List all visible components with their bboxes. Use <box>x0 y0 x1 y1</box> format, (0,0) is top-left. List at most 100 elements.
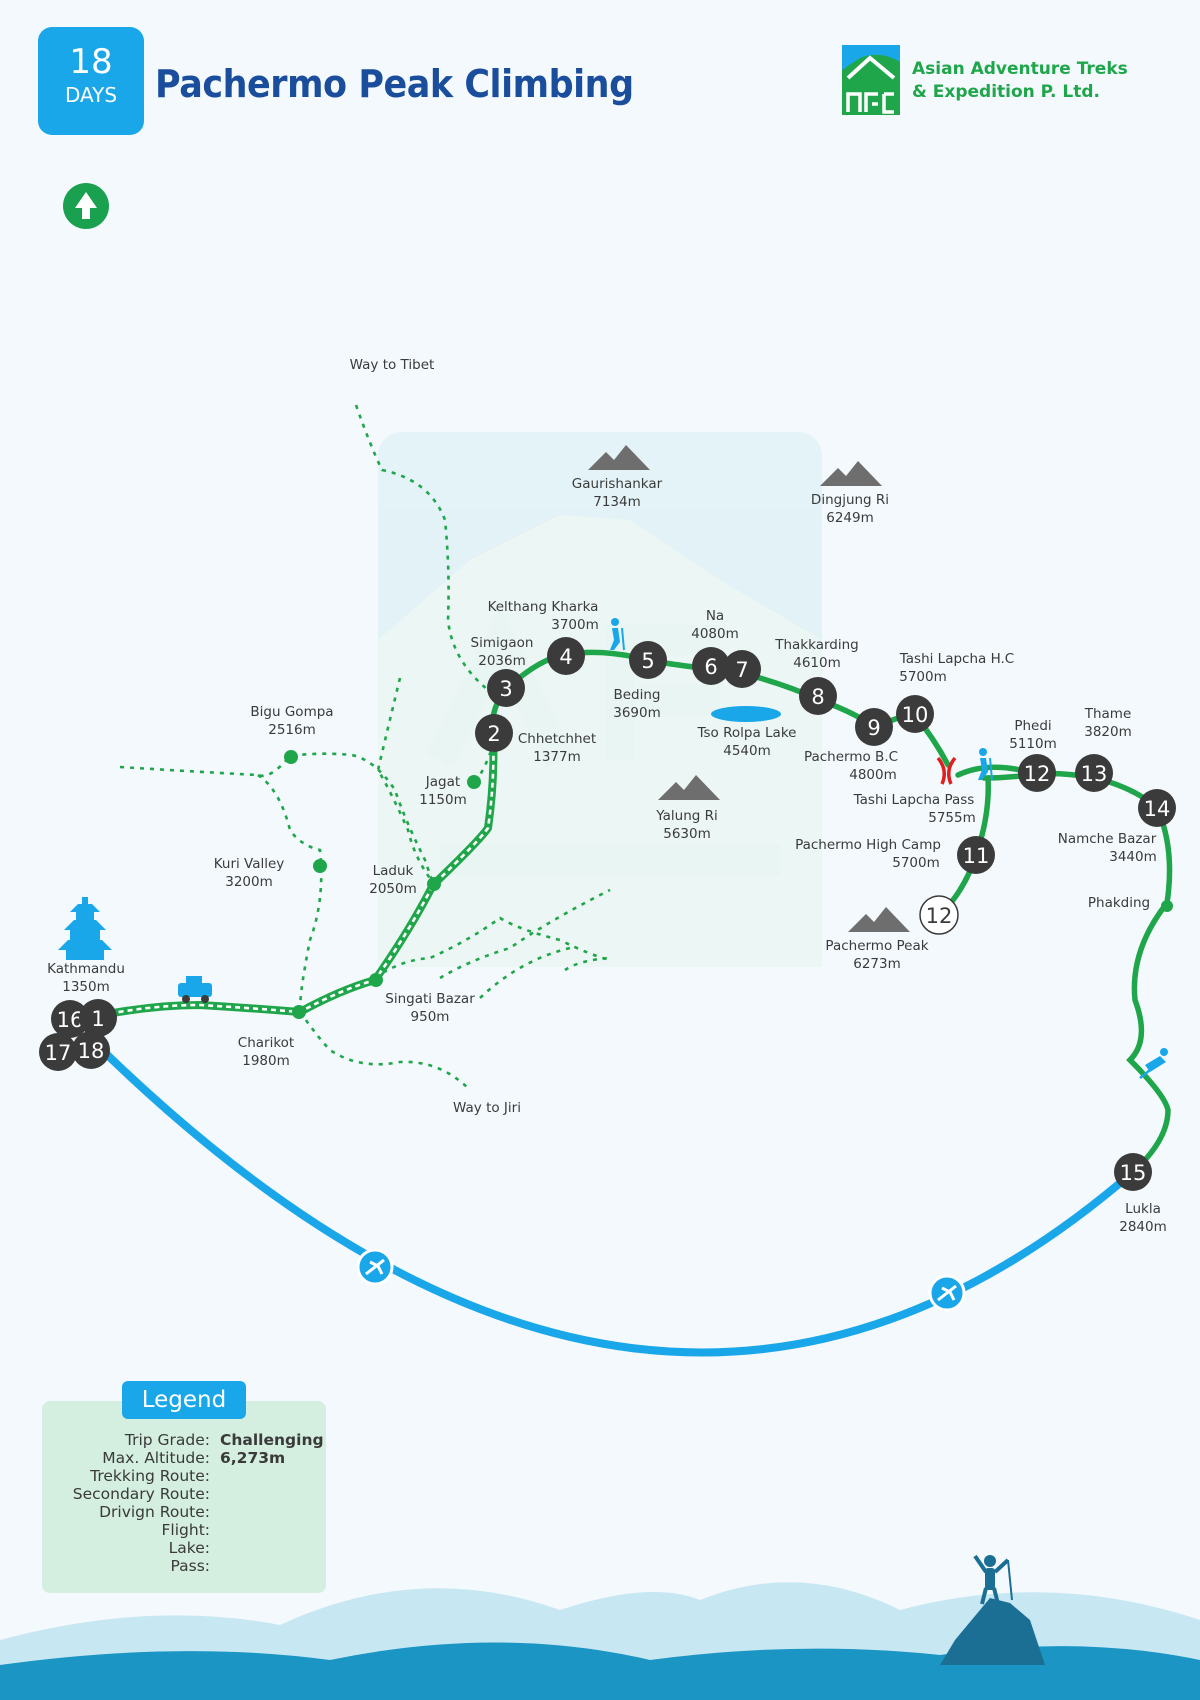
label-yalung-ri: Yalung Ri <box>655 808 718 824</box>
mountain-icon <box>588 445 650 470</box>
svg-text:8: 8 <box>811 685 824 709</box>
legend-flight-label: Flight: <box>161 1521 211 1539</box>
label-way-jiri: Way to Jiri <box>453 1100 521 1116</box>
watermark-logo <box>378 432 822 967</box>
label-kuri-valley: Kuri Valley <box>214 856 285 872</box>
label-singati: Singati Bazar <box>385 991 475 1007</box>
svg-text:1: 1 <box>91 1007 104 1031</box>
svg-text:17: 17 <box>45 1041 72 1065</box>
label-chhetchhet-alt: 1377m <box>533 749 581 765</box>
svg-text:15: 15 <box>1120 1161 1147 1185</box>
label-lukla: Lukla <box>1125 1201 1161 1217</box>
label-tashi-hc-alt: 5700m <box>899 669 947 685</box>
label-charikot-alt: 1980m <box>242 1053 290 1069</box>
label-phedi: Phedi <box>1014 718 1051 734</box>
label-pachermo-bc-alt: 4800m <box>849 767 897 783</box>
legend-max-alt-value: 6,273m <box>220 1449 286 1467</box>
label-high-camp: Pachermo High Camp <box>795 837 941 853</box>
svg-text:2: 2 <box>487 722 500 746</box>
svg-text:4: 4 <box>559 645 572 669</box>
label-dingjung-alt: 6249m <box>826 510 874 526</box>
day-marker-1: 1 <box>79 999 117 1037</box>
jeep-icon <box>178 976 212 1003</box>
svg-text:10: 10 <box>902 703 929 727</box>
trekker-icon <box>610 618 625 651</box>
label-namche: Namche Bazar <box>1058 831 1157 847</box>
svg-text:11: 11 <box>963 844 990 868</box>
label-na-alt: 4080m <box>691 626 739 642</box>
bottom-mountain-silhouette <box>0 1582 1200 1700</box>
day-marker-15: 15 <box>1114 1153 1152 1191</box>
legend-title: Legend <box>122 1381 246 1419</box>
svg-text:12: 12 <box>1024 762 1051 786</box>
label-pachermo-bc: Pachermo B.C <box>804 749 898 765</box>
label-gaurishankar-alt: 7134m <box>593 494 641 510</box>
legend-trip-grade-label: Trip Grade: <box>124 1431 210 1449</box>
legend-panel <box>42 1401 326 1593</box>
company-name-line1: Asian Adventure Treks <box>912 59 1128 79</box>
label-high-camp-alt: 5700m <box>892 855 940 871</box>
svg-text:13: 13 <box>1081 762 1108 786</box>
legend-driving-label: Drivign Route: <box>99 1503 210 1521</box>
svg-text:3: 3 <box>499 677 512 701</box>
day-marker-5: 5 <box>629 641 667 679</box>
label-tashi-hc: Tashi Lapcha H.C <box>899 651 1014 667</box>
label-simigaon: Simigaon <box>471 635 534 651</box>
label-beding-alt: 3690m <box>613 705 661 721</box>
label-thakkarding-alt: 4610m <box>793 655 841 671</box>
map-labels: Way to Tibet Way to Jiri Gaurishankar 71… <box>47 357 1167 1235</box>
company-name-line2: & Expedition P. Ltd. <box>912 82 1100 102</box>
day-marker-17: 17 <box>39 1033 77 1071</box>
mountain-icon <box>820 461 882 486</box>
mountain-icon <box>658 775 720 800</box>
trekker-icon <box>978 748 993 781</box>
svg-text:14: 14 <box>1144 797 1171 821</box>
label-jagat-alt: 1150m <box>419 792 467 808</box>
label-gaurishankar: Gaurishankar <box>572 476 663 492</box>
label-kathmandu: Kathmandu <box>47 961 125 977</box>
tso-rolpa-lake <box>711 706 781 722</box>
day-marker-11: 11 <box>957 836 995 874</box>
day-marker-12: 12 <box>1018 754 1056 792</box>
days-label: DAYS <box>64 83 118 107</box>
legend-lake-label: Lake: <box>168 1539 210 1557</box>
mountain-icon <box>848 907 910 932</box>
svg-text:7: 7 <box>735 658 748 682</box>
day-markers: 16 1 17 18 2 3 4 5 6 7 8 9 10 12 13 14 1… <box>39 637 1176 1191</box>
label-laduk: Laduk <box>373 863 414 879</box>
label-pachermo-peak-alt: 6273m <box>853 956 901 972</box>
flight-route <box>89 1037 1136 1357</box>
label-simigaon-alt: 2036m <box>478 653 526 669</box>
day-marker-2: 2 <box>475 714 513 752</box>
day-marker-12-summit: 12 <box>919 895 959 935</box>
airplane-icon <box>928 1274 966 1312</box>
label-kathmandu-alt: 1350m <box>62 979 110 995</box>
day-marker-8: 8 <box>799 677 837 715</box>
day-marker-13: 13 <box>1075 754 1113 792</box>
day-marker-4: 4 <box>547 637 585 675</box>
label-charikot: Charikot <box>238 1035 294 1051</box>
label-bigu-gompa: Bigu Gompa <box>250 704 333 720</box>
label-phakding: Phakding <box>1088 895 1150 911</box>
label-tashi-pass: Tashi Lapcha Pass <box>853 792 975 808</box>
label-way-tibet: Way to Tibet <box>350 357 435 373</box>
day-marker-7: 7 <box>723 650 761 688</box>
label-singati-alt: 950m <box>411 1009 450 1025</box>
svg-text:9: 9 <box>867 716 880 740</box>
label-phedi-alt: 5110m <box>1009 736 1057 752</box>
day-marker-10: 10 <box>896 695 934 733</box>
label-kuri-valley-alt: 3200m <box>225 874 273 890</box>
svg-text:12: 12 <box>926 904 953 928</box>
company-name: Asian Adventure Treks & Expedition P. Lt… <box>912 58 1128 104</box>
label-tso-rolpa-alt: 4540m <box>723 743 771 759</box>
day-marker-9: 9 <box>855 708 893 746</box>
legend-trekking-label: Trekking Route: <box>90 1467 210 1485</box>
day-marker-16: 16 <box>51 1000 89 1038</box>
svg-text:5: 5 <box>641 649 654 673</box>
day-marker-3: 3 <box>487 669 525 707</box>
label-laduk-alt: 2050m <box>369 881 417 897</box>
label-kelthang-alt: 3700m <box>551 617 599 633</box>
svg-text:18: 18 <box>78 1039 105 1063</box>
label-thame: Thame <box>1084 706 1132 722</box>
